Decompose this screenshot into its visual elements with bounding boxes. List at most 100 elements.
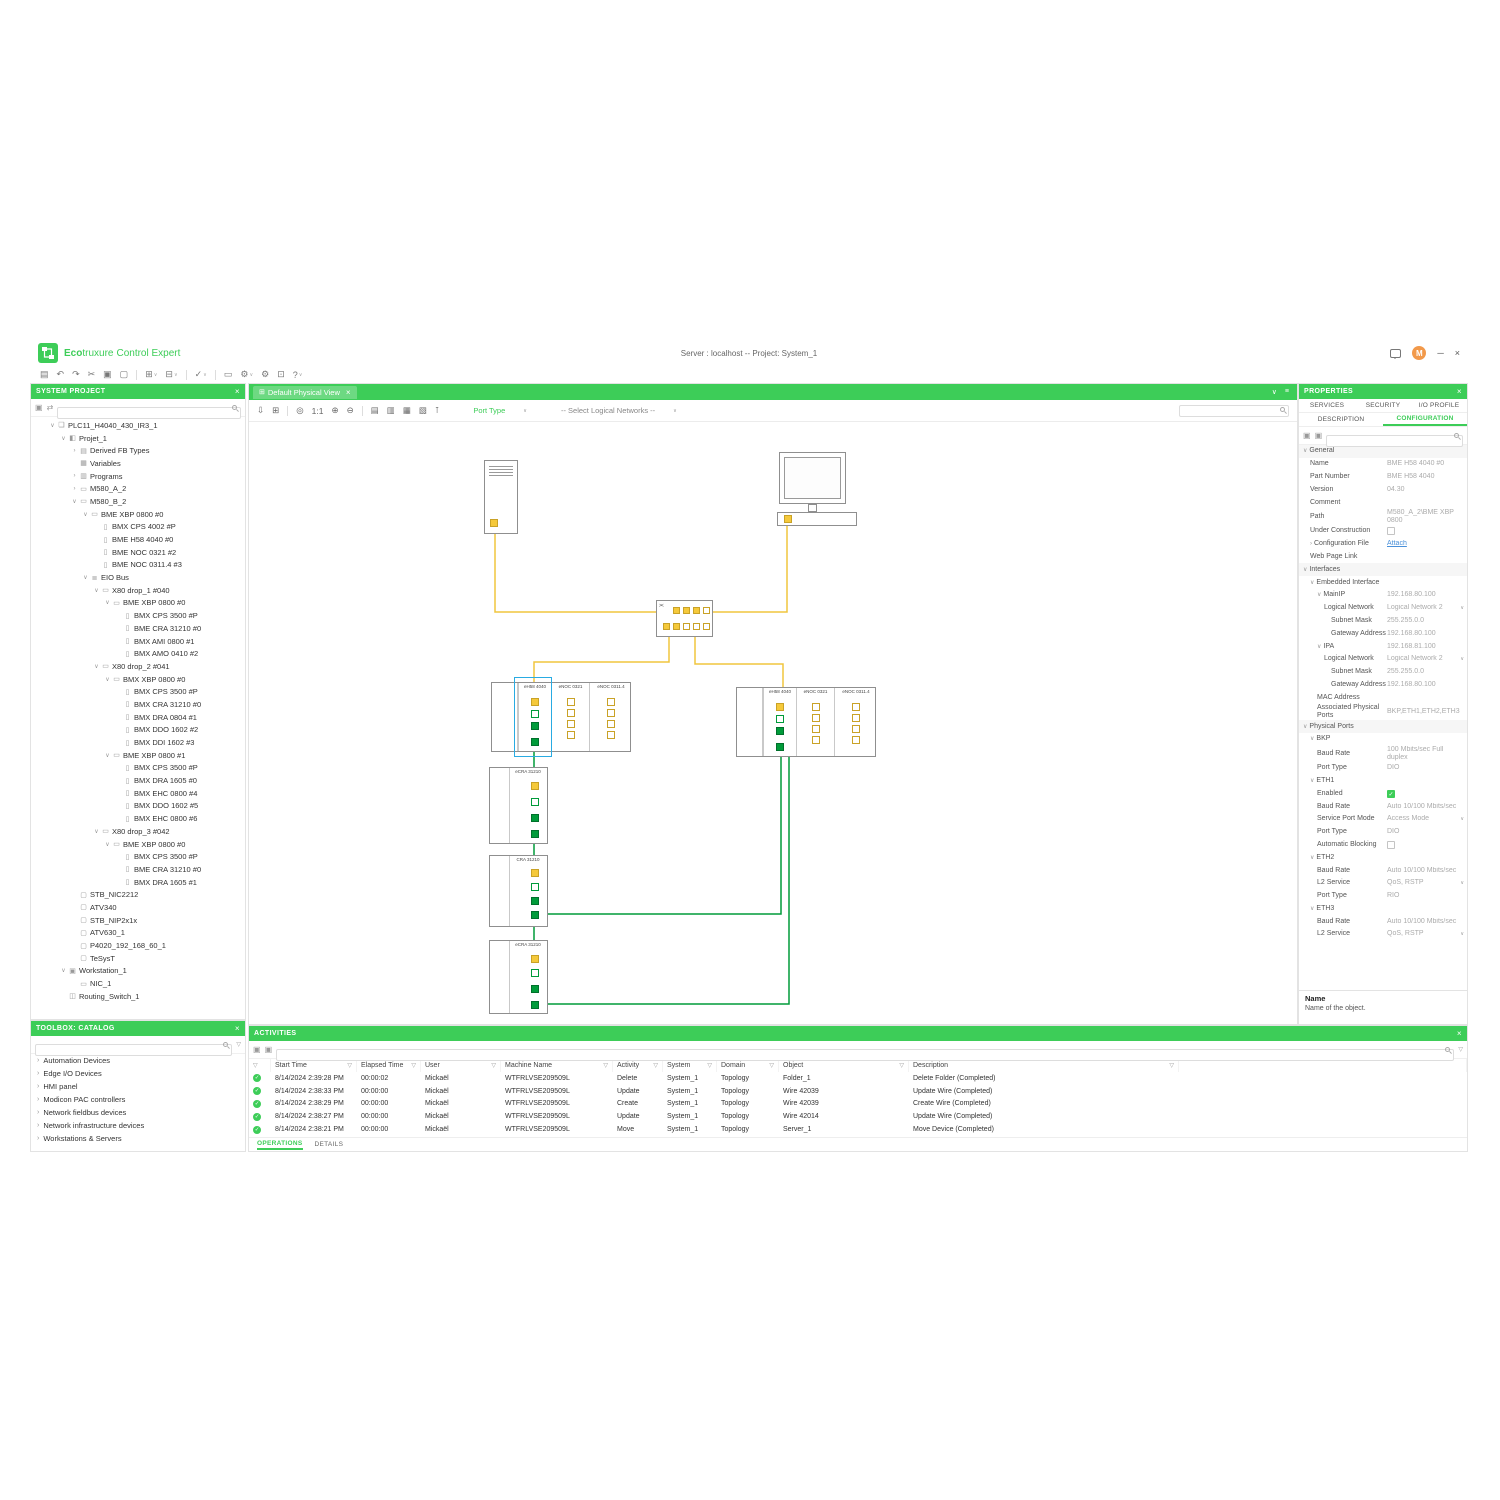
close-icon[interactable]: × (1456, 1029, 1462, 1038)
switch-port[interactable] (673, 623, 680, 630)
toolbox-category[interactable]: ›Edge I/O Devices (31, 1067, 245, 1080)
tree-item[interactable]: ▢STB_NIC2212 (31, 888, 245, 901)
rack1-cpu-module[interactable]: eH58 4040 (518, 683, 551, 751)
chevron-icon[interactable]: ∨ (1310, 905, 1315, 912)
undo-icon[interactable]: ↶ (56, 369, 65, 379)
port-service[interactable] (776, 703, 784, 711)
tab-description[interactable]: DESCRIPTION (1317, 416, 1365, 423)
port-service[interactable] (531, 869, 539, 877)
activities-search-input[interactable] (276, 1049, 1455, 1061)
chevron-icon[interactable]: ∨ (1310, 854, 1315, 861)
tree-item[interactable]: ◫Routing_Switch_1 (31, 990, 245, 1003)
topology-canvas[interactable]: >< eH58 4040 (249, 422, 1297, 1024)
panel-view-icon[interactable]: ⊟∨ (165, 369, 178, 379)
column-header[interactable]: Domain▽ (717, 1059, 779, 1072)
switch-device[interactable]: >< (656, 600, 713, 637)
monitor-icon[interactable]: ▭ (223, 369, 233, 379)
tree-expander[interactable]: ∨ (94, 663, 99, 670)
filter-icon[interactable]: ▽ (653, 1063, 658, 1069)
port-eth[interactable] (776, 727, 784, 735)
tree-expander[interactable]: ∨ (61, 435, 66, 442)
tree-item[interactable]: ›▤Derived FB Types (31, 444, 245, 457)
tree-item[interactable]: ∨▭M580_B_2 (31, 495, 245, 508)
print-icon[interactable]: ▤ (370, 405, 379, 415)
toolbox-category[interactable]: ›HMI panel (31, 1080, 245, 1093)
port-eth[interactable] (531, 710, 539, 718)
checkbox[interactable] (1387, 527, 1395, 536)
checkbox[interactable] (1387, 840, 1395, 849)
port-eth[interactable] (531, 798, 539, 806)
cut-icon[interactable]: ✂ (87, 369, 96, 379)
server-device[interactable] (484, 460, 518, 534)
filter-icon[interactable]: ▽ (769, 1063, 774, 1069)
chevron-icon[interactable]: ∨ (1303, 566, 1308, 573)
tree-item[interactable]: ∨❏PLC11_H4040_430_IR3_1 (31, 419, 245, 432)
validate-icon[interactable]: ✓∨ (194, 369, 207, 379)
rack-1[interactable]: eH58 4040 eNOC 0321 eNOC 0311.4 (491, 682, 631, 752)
tree-item[interactable]: ▯BMX CPS 4002 #P (31, 521, 245, 534)
rack1-power-supply[interactable] (492, 683, 518, 751)
tree-expander[interactable]: ∨ (72, 498, 77, 505)
column-header[interactable]: Description▽ (909, 1059, 1179, 1072)
port[interactable] (812, 703, 820, 711)
copy-icon[interactable]: ▣ (103, 369, 112, 379)
tree-item[interactable]: ▢TeSysT (31, 952, 245, 965)
tools-icon[interactable]: ⚙∨ (240, 369, 254, 379)
tree-item[interactable]: ∨≣EIO Bus (31, 571, 245, 584)
port[interactable] (852, 703, 860, 711)
tab-services[interactable]: SERVICES (1309, 402, 1345, 409)
tree-expander[interactable]: ∨ (83, 575, 88, 582)
tree-item[interactable]: ▯BME NOC 0311.4 #3 (31, 559, 245, 572)
zoom-ratio-icon[interactable]: 1:1 (311, 405, 324, 416)
menu-icon[interactable]: ≡ (1284, 388, 1289, 395)
tree-item[interactable]: ▢ATV630_1 (31, 927, 245, 940)
port[interactable] (567, 698, 575, 706)
tree-item[interactable]: ∨▣Workstation_1 (31, 965, 245, 978)
chevron-down-icon[interactable]: ∨ (1460, 880, 1464, 887)
port[interactable] (567, 720, 575, 728)
port[interactable] (567, 709, 575, 717)
filter-icon[interactable]: ▽ (236, 1042, 241, 1048)
zoom-in-icon[interactable]: ⊕ (331, 405, 339, 415)
port[interactable] (812, 736, 820, 744)
port[interactable] (607, 709, 615, 717)
fullscreen-icon[interactable]: ⊡ (277, 369, 285, 379)
port-type-dropdown[interactable]: Port Type ∨ (473, 406, 527, 415)
tree-item[interactable]: ▯BMX DRA 1605 #0 (31, 774, 245, 787)
list-icon[interactable]: ▣ (264, 1045, 273, 1054)
tree-item[interactable]: ▯BMX DDO 1602 #5 (31, 800, 245, 813)
port-eth[interactable] (531, 985, 539, 993)
tree-item[interactable]: ▯BMX CPS 3500 #P (31, 609, 245, 622)
filter-icon[interactable]: ▽ (411, 1063, 416, 1069)
sync-icon[interactable]: ⇄ (46, 403, 54, 412)
filter-icon[interactable]: ▽ (1458, 1047, 1463, 1053)
tab-close-icon[interactable]: × (345, 387, 351, 397)
toolbox-category[interactable]: ›Modicon PAC controllers (31, 1093, 245, 1106)
tree-item[interactable]: ∨▭BME XBP 0800 #0 (31, 597, 245, 610)
switch-port[interactable] (683, 607, 690, 614)
chevron-down-icon[interactable]: ∨ (1460, 931, 1464, 938)
chevron-down-icon[interactable]: ∨ (1271, 389, 1277, 396)
canvas-search-input[interactable] (1179, 404, 1289, 417)
tab-details[interactable]: DETAILS (314, 1141, 344, 1148)
port-eth[interactable] (531, 814, 539, 822)
switch-port[interactable] (703, 623, 710, 630)
tree-item[interactable]: ▯BME CRA 31210 #0 (31, 622, 245, 635)
tree-expander[interactable]: ∨ (94, 828, 99, 835)
chevron-down-icon[interactable]: ∨ (1460, 605, 1464, 612)
chevron-down-icon[interactable]: ∨ (1460, 816, 1464, 823)
wire-switch-to-rack2[interactable] (694, 637, 784, 689)
tree-item[interactable]: ▯BMX CPS 3500 #P (31, 685, 245, 698)
attach-link[interactable]: Attach (1387, 540, 1407, 548)
port-service[interactable] (531, 955, 539, 963)
tree-item[interactable]: ∨▭X80 drop_2 #041 (31, 660, 245, 673)
chevron-down-icon[interactable]: ∨ (1460, 656, 1464, 663)
tree-item[interactable]: ∨▭BME XBP 0800 #0 (31, 508, 245, 521)
tree-item[interactable]: ▯BMX EHC 0800 #6 (31, 812, 245, 825)
port[interactable] (852, 725, 860, 733)
filter-icon[interactable]: ▽ (707, 1063, 712, 1069)
chevron-icon[interactable]: ∨ (1303, 723, 1308, 730)
port-eth[interactable] (531, 897, 539, 905)
